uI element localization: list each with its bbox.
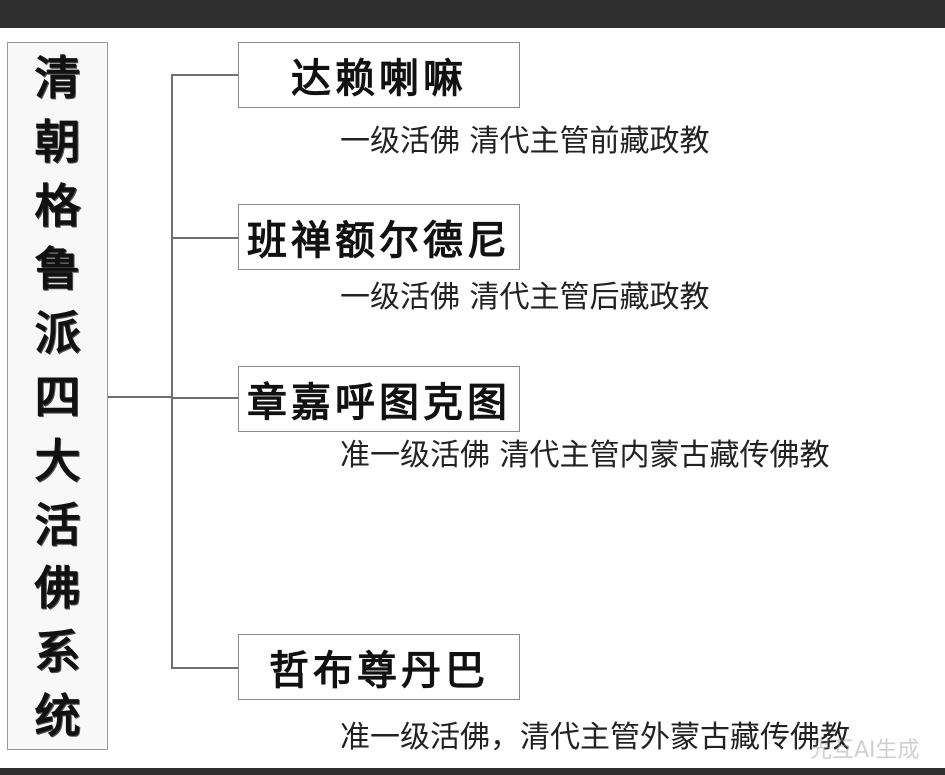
node-dalai-lama: 达赖喇嘛 bbox=[238, 42, 520, 108]
title-char: 派 bbox=[34, 306, 81, 361]
title-char: 活 bbox=[34, 497, 81, 552]
title-char: 统 bbox=[34, 688, 81, 743]
title-char: 四 bbox=[34, 369, 81, 424]
title-char: 格 bbox=[34, 178, 81, 233]
bottom-frame-bar bbox=[0, 768, 945, 775]
node-panchen-erdeni-desc: 一级活佛 清代主管后藏政教 bbox=[340, 280, 710, 315]
node-panchen-erdeni: 班禅额尔德尼 bbox=[238, 204, 520, 270]
title-char: 鲁 bbox=[34, 242, 81, 297]
connector-branch-3 bbox=[171, 397, 239, 399]
connector-trunk bbox=[171, 74, 173, 669]
title-char: 朝 bbox=[34, 114, 81, 169]
node-jebtsundamba: 哲布尊丹巴 bbox=[238, 634, 520, 700]
node-dalai-lama-desc: 一级活佛 清代主管前藏政教 bbox=[340, 124, 710, 159]
node-jebtsundamba-desc: 准一级活佛，清代主管外蒙古藏传佛教 bbox=[340, 720, 850, 755]
connector-branch-2 bbox=[171, 237, 239, 239]
top-frame-bar bbox=[0, 0, 945, 28]
root-title-box: 清 朝 格 鲁 派 四 大 活 佛 系 统 bbox=[7, 42, 108, 750]
connector-branch-1 bbox=[171, 74, 239, 76]
title-char: 清 bbox=[34, 51, 81, 105]
title-char: 系 bbox=[34, 625, 81, 680]
node-changkya-khutukhtu-desc: 准一级活佛 清代主管内蒙古藏传佛教 bbox=[340, 438, 830, 473]
node-changkya-khutukhtu: 章嘉呼图克图 bbox=[238, 366, 520, 432]
connector-branch-4 bbox=[171, 667, 239, 669]
connector-root bbox=[108, 396, 172, 398]
title-char: 大 bbox=[34, 433, 81, 488]
watermark: 光互AI生成 bbox=[810, 738, 920, 763]
title-char: 佛 bbox=[34, 561, 81, 616]
